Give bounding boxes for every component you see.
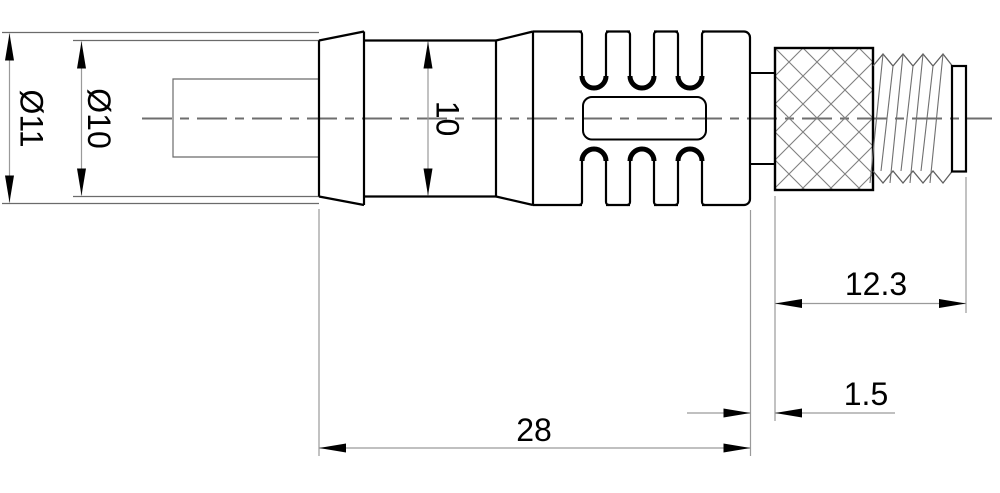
groove-shadow-arc xyxy=(627,146,657,162)
dimension-body-length: 28 xyxy=(319,412,751,453)
arrowhead-right xyxy=(939,299,966,308)
groove-shadow-arc xyxy=(675,146,705,162)
thread-section xyxy=(869,52,968,185)
thread-crest-line xyxy=(929,53,944,184)
thread-crest-line xyxy=(889,53,904,184)
dimension-label-12-3: 12.3 xyxy=(845,266,907,302)
cable-outline xyxy=(2,31,319,205)
body-right-edge xyxy=(743,30,752,207)
groove-shading xyxy=(579,75,705,162)
arrowhead-down xyxy=(5,175,14,203)
dimension-label-dia10: Ø10 xyxy=(81,88,117,148)
dimension-label-28: 28 xyxy=(516,412,552,448)
body-center-recess xyxy=(582,96,707,141)
boot-cylinder-lines xyxy=(364,39,496,198)
thread-top-profile xyxy=(872,52,953,68)
dimension-dia-sheath: Ø10 xyxy=(77,41,117,196)
cable-core-outline xyxy=(172,78,319,158)
thread-crest-line xyxy=(909,53,924,184)
connector-body xyxy=(531,30,775,207)
arrowhead-left xyxy=(775,408,802,418)
knurled-nut-outline xyxy=(773,46,875,192)
arrowhead-down xyxy=(77,168,86,196)
neck-lines xyxy=(750,72,775,165)
dimension-dia-boot: 10 xyxy=(423,41,465,196)
arrowhead-right xyxy=(723,408,751,418)
groove-shadow-arc xyxy=(579,146,609,162)
arrowhead-left xyxy=(319,443,346,453)
groove-shadow-arc xyxy=(627,75,657,91)
dimension-label-dia11: Ø11 xyxy=(13,89,49,147)
arrowhead-down xyxy=(423,168,433,196)
thread-root-line xyxy=(900,65,914,172)
boot-flare-slants xyxy=(318,30,365,207)
arrowhead-up xyxy=(423,41,433,69)
arrowhead-up xyxy=(5,33,14,61)
extension-lines xyxy=(318,177,967,456)
dimension-neck-length: 1.5 xyxy=(687,376,895,418)
dimension-dia-outer: Ø11 xyxy=(5,33,49,203)
thread-flank-lines xyxy=(869,53,944,184)
groove-shadow-arc xyxy=(579,75,609,91)
thread-crest-line xyxy=(869,53,884,184)
dimension-label-1-5: 1.5 xyxy=(844,376,888,412)
knurled-nut xyxy=(773,46,875,192)
arrowhead-right xyxy=(723,443,751,453)
strain-relief-boot xyxy=(317,30,534,207)
thread-root-line xyxy=(920,65,934,172)
arrowhead-up xyxy=(77,41,86,69)
arrowhead-left xyxy=(775,299,802,308)
boot-cone-slants xyxy=(495,30,534,207)
groove-shadow-arc xyxy=(675,75,705,91)
dimension-thread-section-length: 12.3 xyxy=(775,266,966,308)
thread-root-line xyxy=(880,65,894,172)
connector-tip xyxy=(950,64,968,173)
dimension-label-10: 10 xyxy=(429,101,465,137)
thread-bottom-profile xyxy=(872,169,953,185)
